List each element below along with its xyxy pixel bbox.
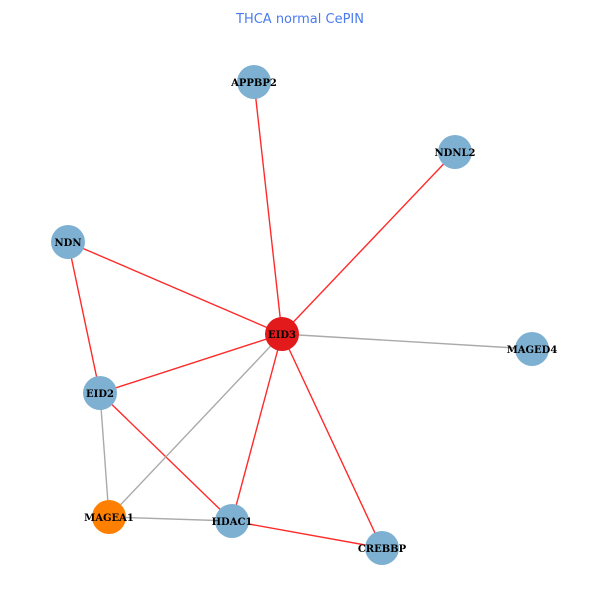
node-ndn[interactable]: NDN: [51, 225, 85, 259]
edge-eid3-crebbp: [281, 333, 383, 549]
node-eid2[interactable]: EID2: [83, 376, 117, 410]
edge-eid3-appbp2: [253, 81, 283, 335]
node-label: NDNL2: [435, 148, 476, 159]
edge-eid3-ndn: [67, 241, 283, 335]
node-circle[interactable]: [515, 332, 549, 366]
node-label: APPBP2: [230, 78, 277, 89]
edge-eid3-magea1: [108, 333, 283, 518]
node-ndnl2[interactable]: NDNL2: [435, 135, 476, 169]
edges-layer: [67, 81, 533, 549]
node-label: MAGED4: [507, 345, 558, 356]
edge-eid3-ndnl2: [281, 151, 456, 335]
node-circle[interactable]: [215, 504, 249, 538]
edge-eid2-magea1: [99, 392, 110, 518]
edge-eid3-hdac1: [231, 333, 283, 522]
edge-eid3-eid2: [99, 333, 283, 394]
node-label: EID2: [86, 389, 114, 400]
node-label: NDN: [55, 238, 82, 249]
node-circle[interactable]: [237, 65, 271, 99]
edge-eid3-maged4: [281, 333, 533, 350]
node-crebbp[interactable]: CREBBP: [358, 531, 407, 565]
node-magea1[interactable]: MAGEA1: [84, 500, 134, 534]
node-hdac1[interactable]: HDAC1: [212, 504, 253, 538]
node-circle[interactable]: [365, 531, 399, 565]
node-label: EID3: [268, 330, 296, 341]
graph-title: THCA normal CePIN: [236, 12, 364, 27]
edge-magea1-hdac1: [108, 516, 233, 522]
node-circle[interactable]: [51, 225, 85, 259]
node-circle[interactable]: [265, 317, 299, 351]
node-label: HDAC1: [212, 517, 253, 528]
node-circle[interactable]: [83, 376, 117, 410]
node-label: MAGEA1: [84, 513, 134, 524]
node-circle[interactable]: [438, 135, 472, 169]
node-circle[interactable]: [92, 500, 126, 534]
node-maged4[interactable]: MAGED4: [507, 332, 558, 366]
node-label: CREBBP: [358, 544, 407, 555]
edge-ndn-eid2: [67, 241, 101, 394]
node-eid3[interactable]: EID3: [265, 317, 299, 351]
node-appbp2[interactable]: APPBP2: [230, 65, 277, 99]
edge-hdac1-crebbp: [231, 520, 383, 549]
